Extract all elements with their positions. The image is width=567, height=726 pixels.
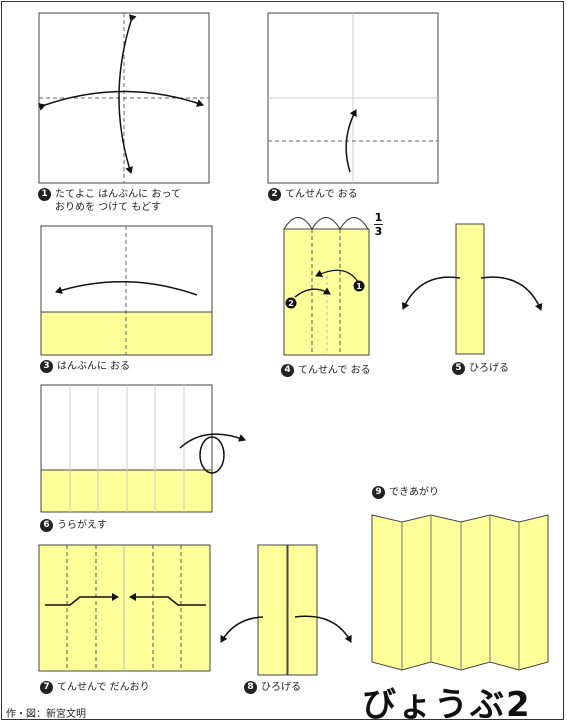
step1-text-line2: おりめを つけて もどす (55, 202, 162, 213)
step2-text: てんせんで おる (285, 189, 358, 200)
step6-caption: 6 うらがえす (40, 519, 107, 532)
step6-diagram (40, 384, 246, 513)
step4-caption: 4 てんせんで おる (281, 364, 371, 377)
step-number-badge: 1 (38, 188, 51, 201)
step4-marker-2: 2 (285, 297, 297, 309)
step4-marker-1: 1 (353, 280, 365, 292)
step7-caption: 7 てんせんで だんおり (40, 681, 150, 694)
step2-caption: 2 てんせんで おる (268, 188, 358, 201)
step-number-badge: 5 (452, 362, 465, 375)
step4-diagram (283, 217, 370, 356)
step-number-badge: 4 (281, 364, 294, 377)
step6-text: うらがえす (57, 520, 107, 531)
step-number-badge: 8 (244, 681, 257, 694)
step1-caption: 1 たてよこ はんぶんに おっておりめを つけて もどす (38, 188, 181, 214)
step9-caption: 9 できあがり (372, 486, 439, 499)
author-credit: 作・図：新宮文明 (6, 709, 86, 720)
step4-fraction: 1 3 (374, 212, 383, 237)
step4-text: てんせんで おる (298, 365, 371, 376)
svg-text:2: 2 (288, 299, 294, 308)
step-number-badge: 2 (268, 188, 281, 201)
step2-diagram (267, 12, 439, 184)
step1-diagram (38, 12, 210, 184)
step8-text: ひろげる (261, 682, 301, 693)
fraction-numerator: 1 (374, 211, 383, 224)
step3-text: はんぶんに おる (57, 361, 131, 372)
step7-text: てんせんで だんおり (57, 682, 150, 693)
step8-diagram (220, 544, 352, 676)
step5-caption: 5 ひろげる (452, 362, 509, 375)
step8-caption: 8 ひろげる (244, 681, 301, 694)
step9-text: できあがり (389, 487, 439, 498)
step5-diagram (401, 223, 543, 355)
step9-diagram (371, 514, 549, 671)
step1-text-line1: たてよこ はんぶんに おって (55, 189, 181, 200)
step3-caption: 3 はんぶんに おる (40, 360, 130, 373)
step-number-badge: 9 (372, 486, 385, 499)
step-number-badge: 7 (40, 681, 53, 694)
fraction-denominator: 3 (374, 225, 383, 238)
step-number-badge: 6 (40, 519, 53, 532)
step7-diagram (38, 544, 211, 672)
step-number-badge: 3 (40, 360, 53, 373)
page-title: びょうぶ2 (362, 685, 532, 725)
step5-text: ひろげる (469, 363, 509, 374)
step3-diagram (40, 225, 213, 356)
svg-text:1: 1 (356, 282, 362, 291)
